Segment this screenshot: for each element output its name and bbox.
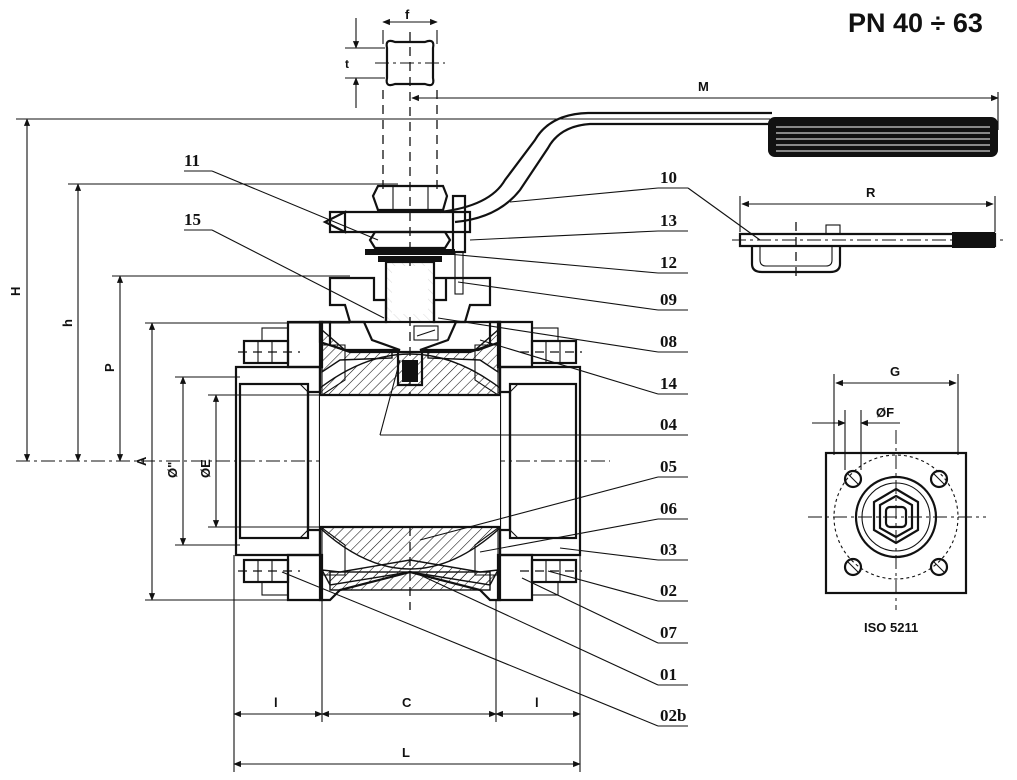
dim-P-label: P: [102, 363, 117, 372]
dim-l-right-label: l: [535, 695, 539, 710]
part-label-12: 12: [660, 253, 677, 272]
dim-h-label: h: [60, 319, 75, 327]
dim-C-label: C: [402, 695, 412, 710]
dim-D-label: Ø": [165, 462, 180, 478]
handle-side-view: R: [732, 185, 1005, 280]
part-label-11: 11: [184, 151, 200, 170]
part-label-13: 13: [660, 211, 677, 230]
part-label-02: 02: [660, 581, 677, 600]
bottom-dimensions: l C l L: [233, 555, 581, 772]
dim-M-label: M: [698, 79, 709, 94]
dim-H-label: H: [8, 287, 23, 296]
part-label-05: 05: [660, 457, 677, 476]
part-label-14: 14: [660, 374, 678, 393]
iso-flange-view: G ØF ISO 5211: [808, 364, 986, 635]
dim-G-label: G: [890, 364, 900, 379]
dim-l-left-label: l: [274, 695, 278, 710]
part-label-04: 04: [660, 415, 678, 434]
dim-A-label: A: [134, 456, 149, 466]
dim-M: M: [411, 79, 999, 130]
part-label-03: 03: [660, 540, 677, 559]
dim-f-label: f: [405, 7, 410, 22]
part-leaders: [184, 170, 761, 727]
dim-R-label: R: [866, 185, 876, 200]
left-end-cap: [234, 320, 324, 602]
part-label-09: 09: [660, 290, 677, 309]
dim-E-label: ØE: [198, 459, 213, 478]
dim-t-label: t: [345, 57, 349, 71]
iso-standard-label: ISO 5211: [864, 620, 918, 635]
right-end-cap: [496, 320, 582, 602]
page-title: PN 40 ÷ 63: [848, 8, 983, 38]
valve-body: [318, 320, 502, 602]
part-label-15: 15: [184, 210, 201, 229]
part-label-07: 07: [660, 623, 678, 642]
stem-top-detail: f t: [345, 7, 445, 108]
part-label-08: 08: [660, 332, 677, 351]
handle-lever: [439, 111, 998, 224]
part-label-06: 06: [660, 499, 677, 518]
dim-F-label: ØF: [876, 405, 894, 420]
stem-assembly: [318, 184, 502, 387]
dim-L-label: L: [402, 745, 410, 760]
part-label-01: 01: [660, 665, 677, 684]
part-label-02b: 02b: [660, 706, 686, 725]
part-label-10: 10: [660, 168, 677, 187]
